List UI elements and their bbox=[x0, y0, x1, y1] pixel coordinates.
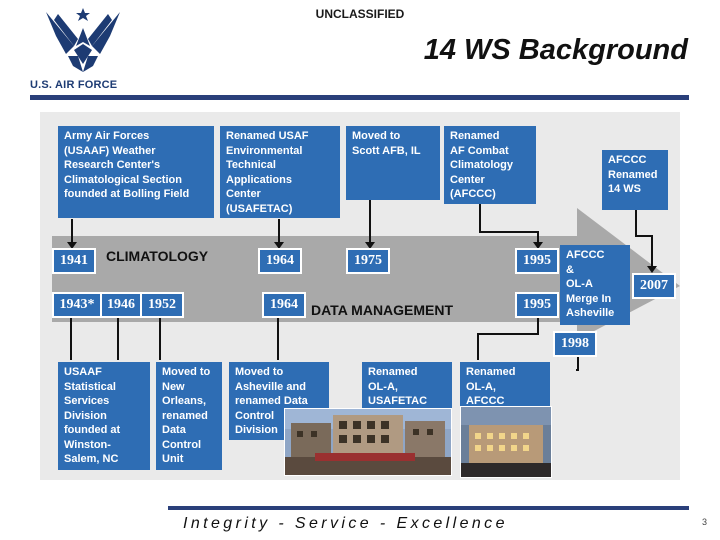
year-1964-climatology: 1964 bbox=[258, 248, 302, 274]
year-1995-climatology: 1995 bbox=[515, 248, 559, 274]
event-1941-aaf-founded: Army Air Forces (USAAF) Weather Research… bbox=[58, 126, 214, 218]
event-1995-renamed-ola-afccc: Renamed OL-A, AFCCC bbox=[460, 362, 550, 410]
year-1998: 1998 bbox=[553, 331, 597, 357]
climatology-label: CLIMATOLOGY bbox=[106, 248, 209, 264]
year-1943: 1943* bbox=[52, 292, 102, 318]
event-1995-renamed-afccc: Renamed AF Combat Climatology Center (AF… bbox=[444, 126, 536, 204]
year-1975: 1975 bbox=[346, 248, 390, 274]
event-1946-new-orleans: Moved to New Orleans, renamed Data Contr… bbox=[156, 362, 222, 470]
event-1943-usaaf-statistical: USAAF Statistical Services Division foun… bbox=[58, 362, 150, 470]
footer-rule bbox=[168, 506, 689, 510]
air-force-wings-logo bbox=[46, 8, 120, 72]
page-title: 14 WS Background bbox=[423, 34, 688, 66]
year-1946: 1946 bbox=[100, 292, 142, 318]
year-1995-data: 1995 bbox=[515, 292, 559, 318]
data-management-label: DATA MANAGEMENT bbox=[311, 302, 454, 318]
air-force-wordmark: U.S. AIR FORCE bbox=[30, 79, 118, 91]
header-rule bbox=[30, 95, 689, 100]
asheville-street-photo bbox=[284, 408, 452, 476]
footer-slogan: Integrity - Service - Excellence bbox=[183, 515, 508, 532]
event-2007-renamed-14ws: AFCCC Renamed 14 WS bbox=[602, 150, 668, 210]
page-number: 3 bbox=[702, 517, 708, 527]
asheville-building-photo bbox=[460, 406, 552, 478]
event-merge-asheville: AFCCC & OL-A Merge In Asheville bbox=[560, 245, 630, 325]
event-1964-renamed-usafetac: Renamed USAF Environmental Technical App… bbox=[220, 126, 340, 218]
event-1964-renamed-ola-usafetac: Renamed OL-A, USAFETAC bbox=[362, 362, 452, 410]
year-1952: 1952 bbox=[140, 292, 184, 318]
year-2007: 2007 bbox=[632, 273, 676, 299]
year-1964-data: 1964 bbox=[262, 292, 306, 318]
year-1941: 1941 bbox=[52, 248, 96, 274]
event-1975-moved-scott: Moved to Scott AFB, IL bbox=[346, 126, 440, 200]
classification-marking: UNCLASSIFIED bbox=[315, 7, 405, 21]
